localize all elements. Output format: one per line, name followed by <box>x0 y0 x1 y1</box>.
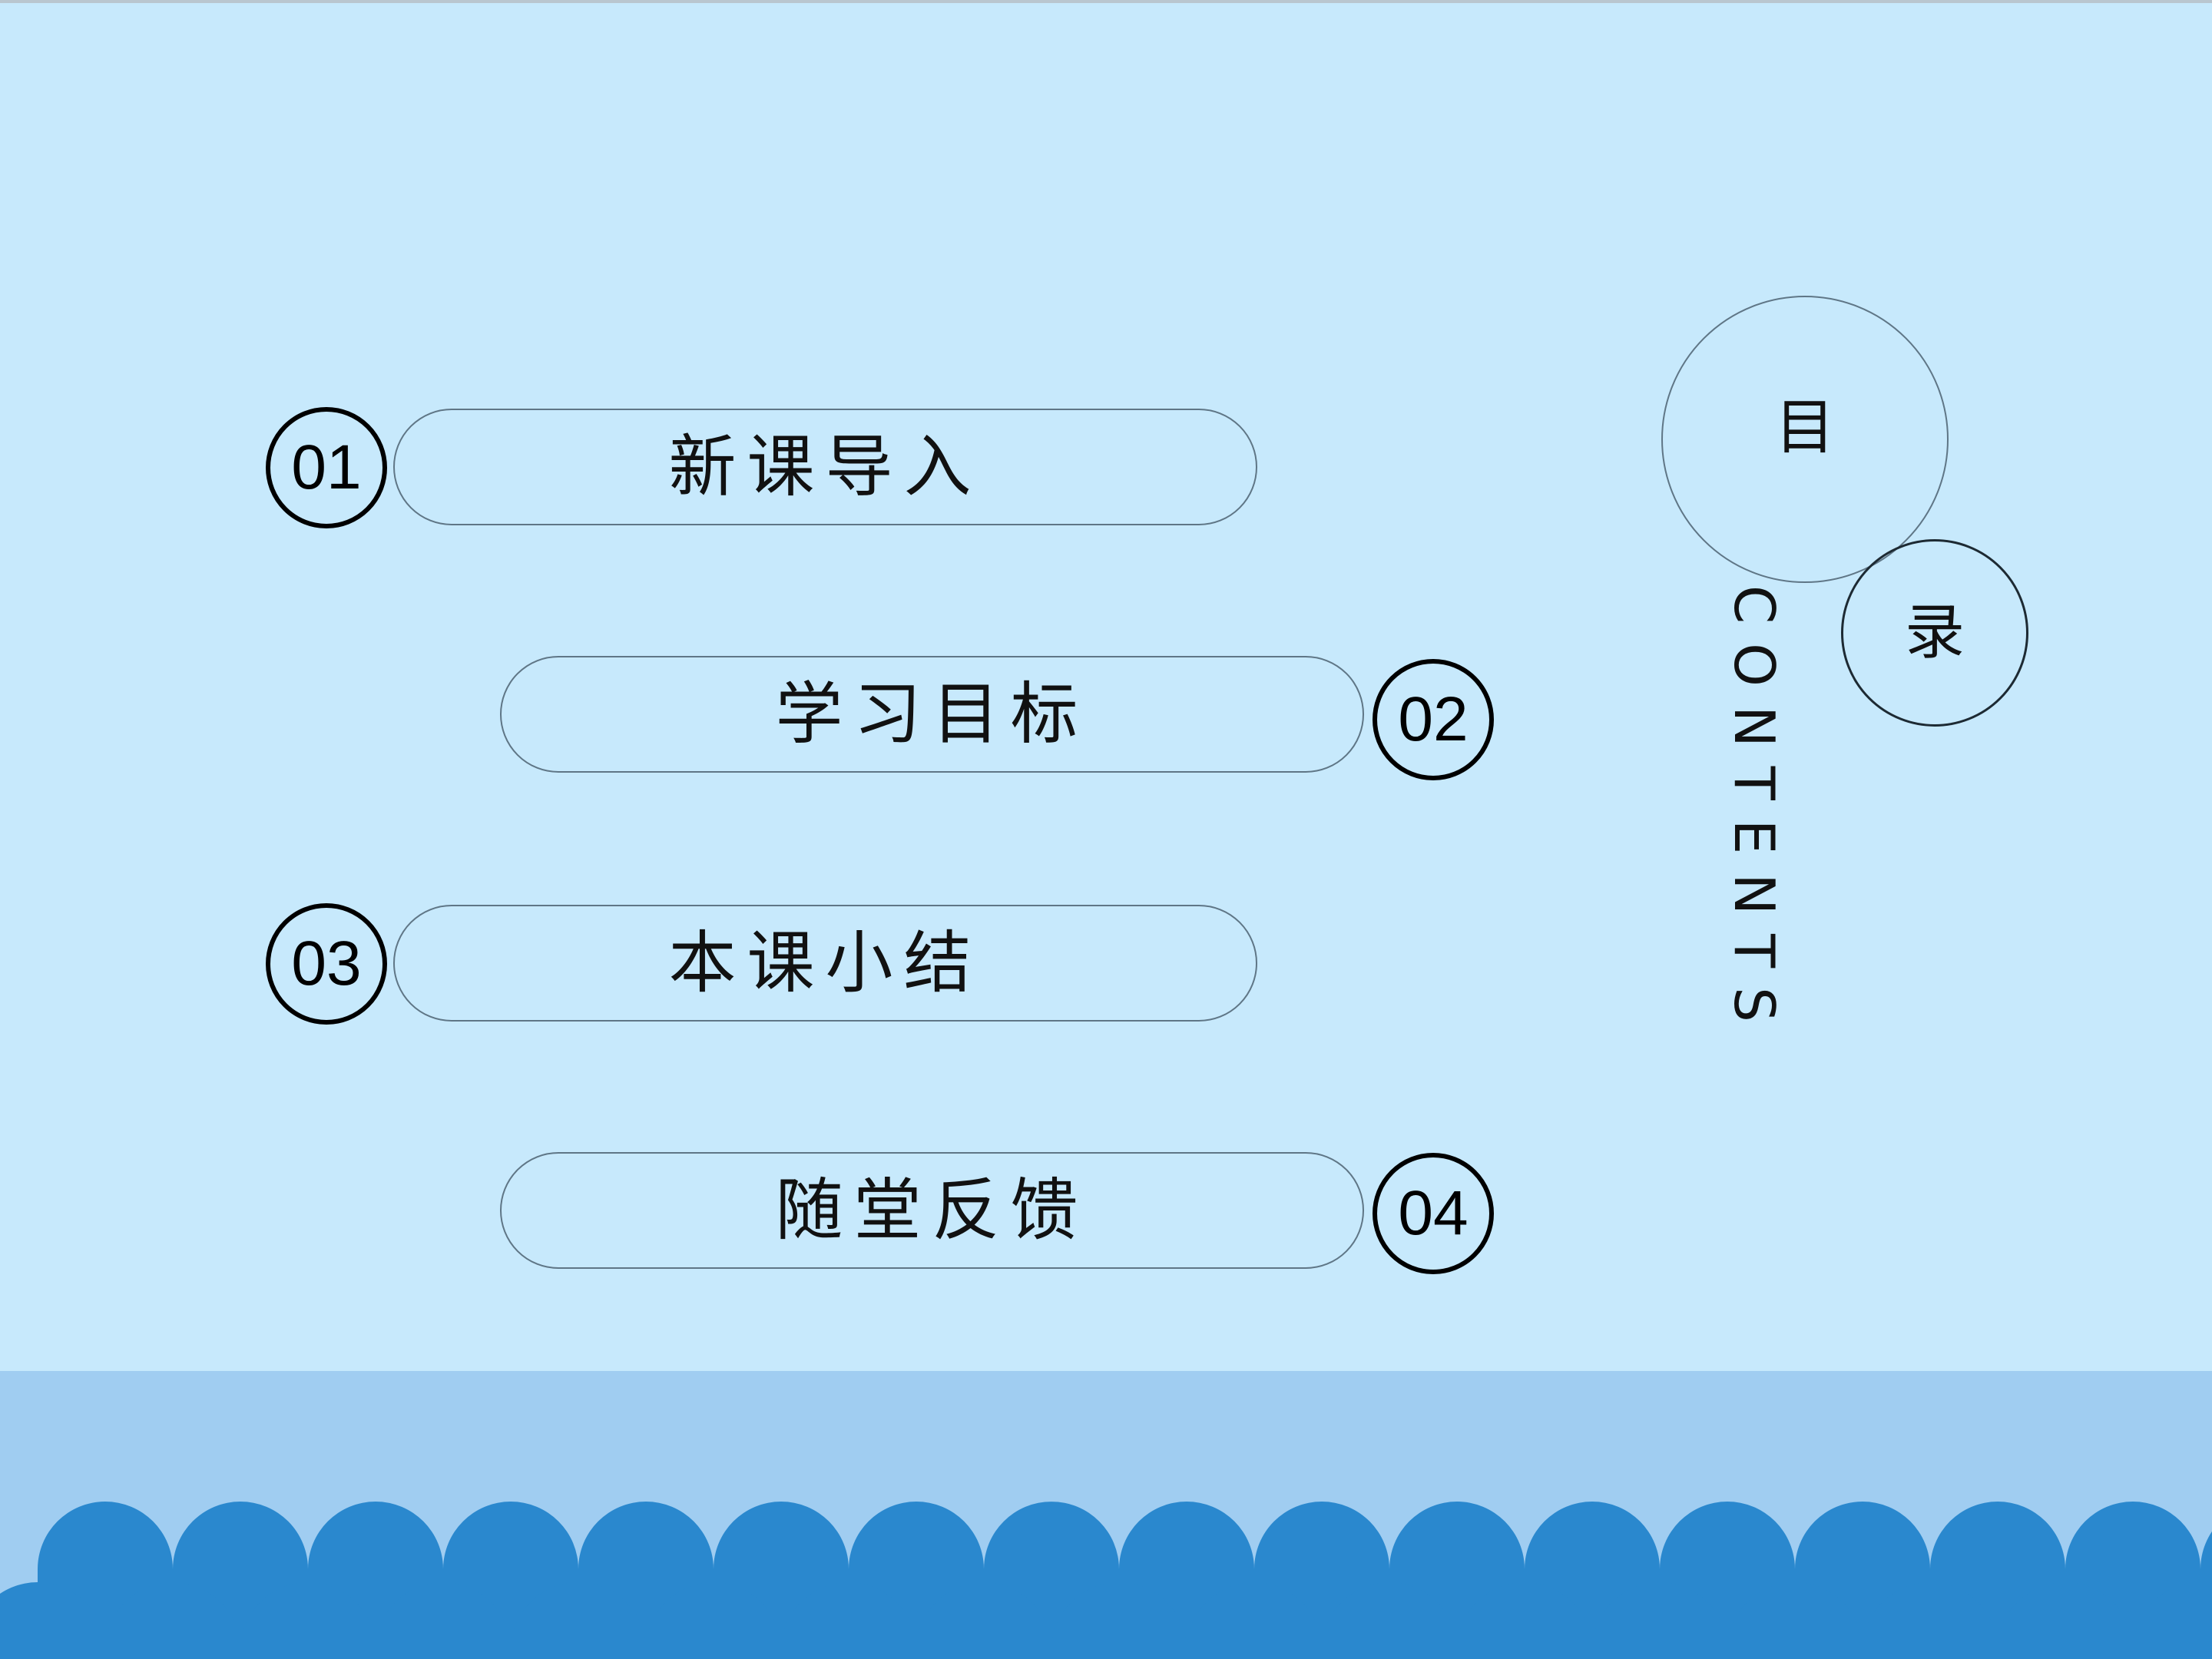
item-number-circle-04: 04 <box>1373 1153 1494 1274</box>
wave-scallop <box>1187 1582 1322 1659</box>
menu-item-new-lesson[interactable]: 新课导入 <box>393 409 1257 525</box>
wave-scallop <box>0 1582 105 1659</box>
wave-scallop <box>916 1582 1051 1659</box>
wave-scallop <box>1457 1582 1592 1659</box>
wave-scallop <box>1051 1582 1187 1659</box>
title-char-mu: 目 <box>1774 393 1835 462</box>
wave-scallop <box>1998 1582 2133 1659</box>
wave-scallop <box>105 1582 240 1659</box>
wave-scallop <box>1727 1582 1863 1659</box>
wave-scallop <box>1863 1582 1998 1659</box>
title-char-lu: 录 <box>1904 598 1965 667</box>
wave-scallop <box>1322 1582 1457 1659</box>
wave-scallop <box>240 1582 376 1659</box>
wave-scallop <box>646 1582 781 1659</box>
contents-vertical-wrap: CONTENTS <box>1722 585 1786 1041</box>
menu-item-label-03: 本课小结 <box>668 923 982 1002</box>
menu-item-lesson-summary[interactable]: 本课小结 <box>393 905 1257 1022</box>
wave-row-front <box>0 1582 2212 1659</box>
wave-scallop <box>2133 1582 2212 1659</box>
title-circle-small: 录 <box>1841 539 2028 727</box>
item-number-circle-01: 01 <box>266 407 387 528</box>
item-number-circle-02: 02 <box>1373 659 1494 780</box>
menu-item-label-04: 随堂反馈 <box>775 1171 1089 1250</box>
wave-scallop <box>781 1582 916 1659</box>
wave-scallop <box>1592 1582 1727 1659</box>
wave-pattern <box>0 1502 2212 1659</box>
item-number-03: 03 <box>291 929 362 998</box>
contents-subtitle: CONTENTS <box>1722 585 1786 1041</box>
menu-item-label-02: 学习目标 <box>775 674 1089 753</box>
wave-scallop <box>511 1582 646 1659</box>
menu-item-learning-goals[interactable]: 学习目标 <box>500 656 1364 773</box>
item-number-02: 02 <box>1398 684 1469 754</box>
item-number-01: 01 <box>291 432 362 502</box>
menu-item-label-01: 新课导入 <box>668 427 982 506</box>
top-border-line <box>0 0 2212 3</box>
menu-item-class-feedback[interactable]: 随堂反馈 <box>500 1152 1364 1269</box>
item-number-04: 04 <box>1398 1178 1469 1248</box>
item-number-circle-03: 03 <box>266 903 387 1025</box>
title-circle-large: 目 <box>1661 296 1949 583</box>
wave-scallop <box>376 1582 511 1659</box>
